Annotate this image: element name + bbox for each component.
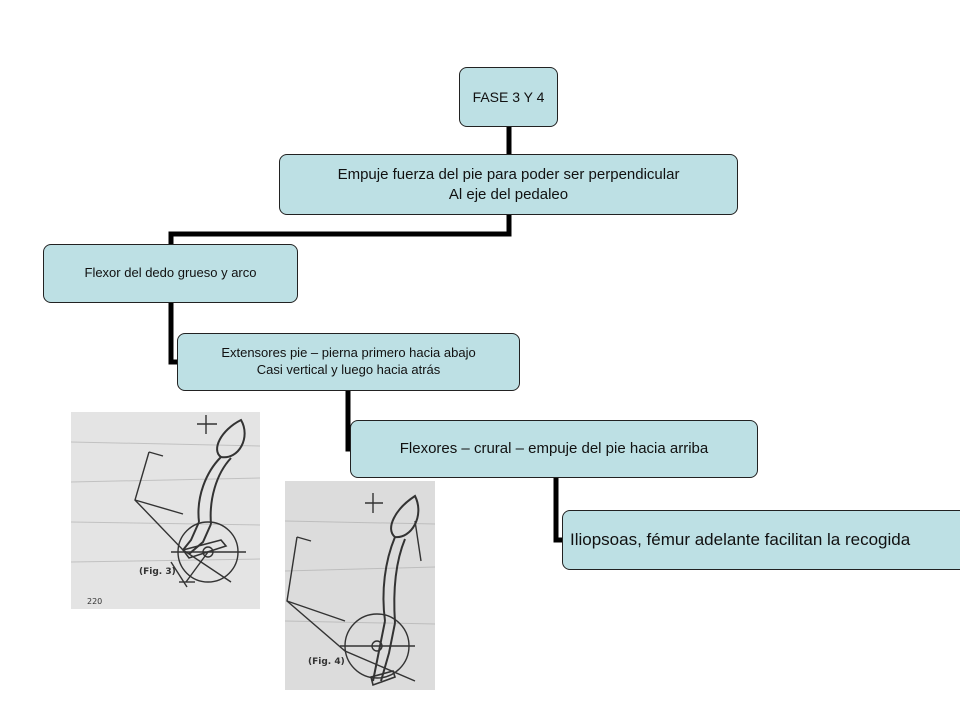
- node-text-line: Flexores – crural – empuje del pie hacia…: [399, 440, 709, 458]
- connector-n4-n5: [345, 388, 353, 452]
- node-text-line: Casi vertical y luego hacia atrás: [256, 362, 441, 377]
- node-text-line: Iliopsoas, fémur adelante facilitan la r…: [570, 529, 911, 549]
- pedaling-leg-sketch: [71, 415, 260, 588]
- node-text-line: Extensores pie – pierna primero hacia ab…: [221, 345, 476, 361]
- node-text-line: FASE 3 Y 4: [472, 88, 545, 105]
- connector-n3-n4: [168, 300, 180, 365]
- node-iliopsoas: Iliopsoas, fémur adelante facilitan la r…: [562, 510, 960, 570]
- node-flexores-crural: Flexores – crural – empuje del pie hacia…: [350, 420, 758, 478]
- connector-n5-n6: [553, 475, 565, 543]
- node-empuje-fuerza: Empuje fuerza del pie para poder ser per…: [279, 154, 738, 215]
- node-extensores-pie: Extensores pie – pierna primero hacia ab…: [177, 333, 520, 391]
- figure-3-caption: (Fig. 3): [139, 567, 176, 577]
- node-flexor-dedo: Flexor del dedo grueso y arco: [43, 244, 298, 303]
- figure-4-caption: (Fig. 4): [308, 657, 345, 667]
- node-text-line: Al eje del pedaleo: [448, 185, 569, 203]
- node-fase-3-y-4: FASE 3 Y 4: [459, 67, 558, 127]
- pedaling-leg-sketch: [285, 493, 435, 687]
- connector-n2-n3: [168, 212, 512, 247]
- page-number: 220: [87, 597, 103, 606]
- figure-4-image: (Fig. 4): [285, 481, 435, 690]
- node-text-line: Empuje fuerza del pie para poder ser per…: [337, 166, 680, 183]
- node-text-line: Flexor del dedo grueso y arco: [84, 265, 257, 281]
- figure-3-image: (Fig. 3) 220: [71, 412, 260, 609]
